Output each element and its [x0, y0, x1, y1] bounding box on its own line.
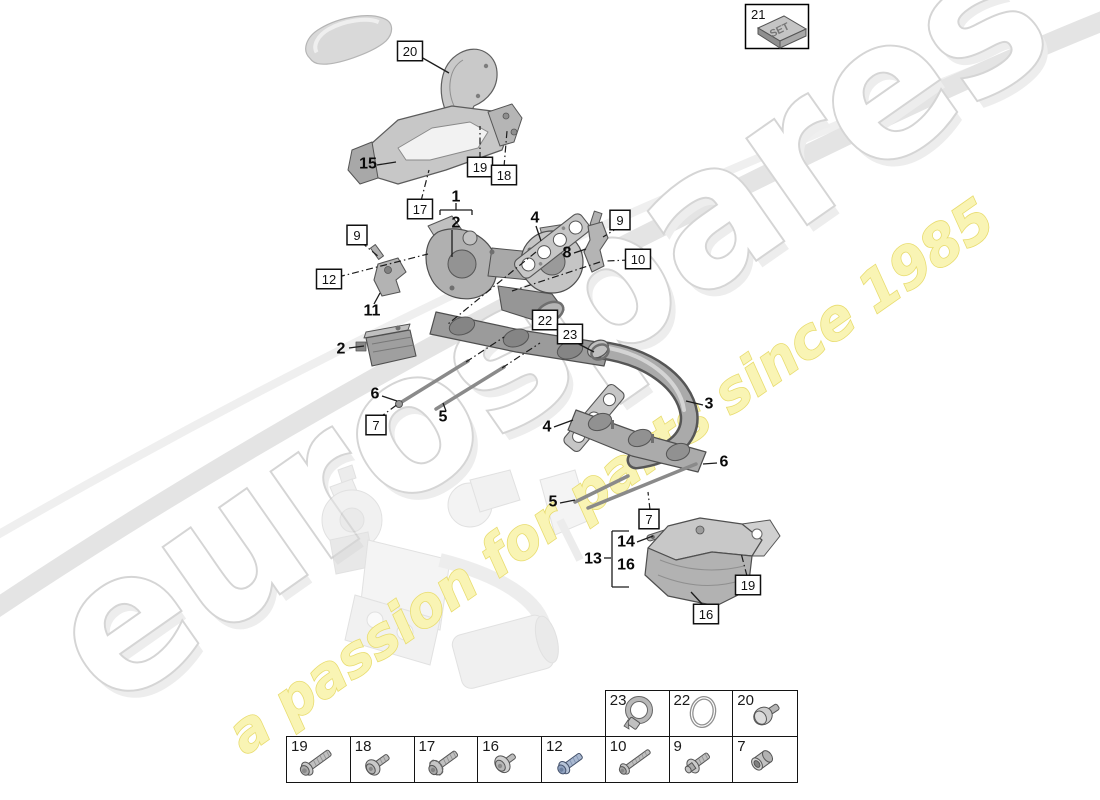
svg-text:9: 9 — [616, 213, 623, 228]
boxed-callout-12: 12 — [315, 268, 343, 290]
stud-parts-lower — [573, 462, 698, 510]
callout-13: 13 — [584, 551, 602, 568]
support-bracket-part — [583, 210, 609, 273]
svg-text:7: 7 — [645, 512, 652, 527]
legend-cell-10: 10 — [604, 735, 670, 786]
bolt-long-icon — [297, 741, 345, 786]
callout-5: 5 — [439, 409, 448, 426]
hose-clamp-icon — [616, 695, 664, 740]
bolt-serrated-icon — [425, 741, 473, 786]
svg-text:7: 7 — [372, 418, 379, 433]
boxed-callout-10: 10 — [624, 248, 652, 270]
legend-cell-17: 17 — [413, 735, 479, 786]
callout-2: 2 — [452, 215, 461, 232]
legend-number: 16 — [482, 737, 499, 755]
svg-text:10: 10 — [631, 252, 645, 267]
callout-14: 14 — [617, 534, 635, 551]
boxed-callout-23: 23 — [556, 323, 584, 345]
boxed-callout-7: 7 — [365, 414, 387, 436]
exhaust-manifold-part — [429, 311, 611, 367]
legend-number: 17 — [418, 737, 436, 755]
legend-cell-22: 22 — [668, 690, 734, 740]
boxed-callout-9: 9 — [609, 209, 631, 231]
heat-shield-lower-part — [644, 517, 781, 607]
callout-3: 3 — [705, 396, 714, 413]
screw-washer-icon — [488, 741, 536, 786]
boxed-callout-19: 19 — [734, 574, 762, 596]
legend-number: 19 — [291, 737, 308, 755]
legend-cell-23: 23 — [604, 690, 670, 740]
set-kit-number: 21 — [751, 7, 765, 22]
svg-text:19: 19 — [741, 578, 755, 593]
legend-number: 18 — [354, 737, 372, 755]
svg-text:23: 23 — [563, 327, 577, 342]
svg-text:22: 22 — [538, 313, 552, 328]
callout-2: 2 — [337, 341, 346, 358]
legend-cell-7: 7 — [732, 735, 798, 786]
set-kit-box: 21 SET — [744, 3, 810, 50]
mounting-bracket-part — [347, 103, 523, 185]
sleeve-nut-icon — [743, 741, 791, 786]
legend-number: 22 — [673, 692, 691, 709]
boxed-callout-7: 7 — [638, 508, 660, 530]
svg-text:12: 12 — [322, 272, 336, 287]
o-ring-icon — [680, 695, 728, 740]
callout-4: 4 — [543, 419, 552, 436]
legend-cell-9: 9 — [668, 735, 734, 786]
car-silhouette-part — [305, 15, 393, 65]
bolt-blue-icon — [552, 741, 600, 786]
callout-11: 11 — [364, 303, 381, 320]
gasket-upper-part — [514, 213, 590, 279]
legend-cell-18: 18 — [349, 735, 415, 786]
callout-6: 6 — [720, 454, 729, 471]
callout-6: 6 — [371, 386, 380, 403]
stud-parts-upper — [395, 359, 506, 411]
svg-text:9: 9 — [353, 228, 360, 243]
leader-lines-dashed — [337, 126, 748, 577]
legend-number: 7 — [737, 737, 746, 755]
screw-button-icon — [361, 741, 409, 786]
svg-text:20: 20 — [403, 44, 417, 59]
legend-number: 20 — [737, 692, 754, 709]
bolt-slim-icon — [616, 741, 664, 786]
legend-cell-20: 20 — [732, 690, 798, 740]
boxed-callout-18: 18 — [490, 164, 518, 186]
boxed-callout-16: 16 — [692, 603, 720, 625]
legend-number: 12 — [546, 737, 563, 755]
callout-15: 15 — [359, 156, 377, 173]
legend-cell-12: 12 — [541, 735, 607, 786]
callout-4: 4 — [531, 210, 540, 227]
heat-shield-upper-part — [440, 48, 498, 121]
legend-cell-16: 16 — [477, 735, 543, 786]
callout-1: 1 — [452, 189, 461, 206]
legend-number: 10 — [609, 737, 627, 755]
boxed-callout-19: 19 — [466, 156, 494, 178]
bolt-flange-icon — [680, 741, 728, 786]
plug-icon — [743, 695, 791, 740]
svg-text:18: 18 — [497, 168, 511, 183]
boxed-callout-22: 22 — [531, 309, 559, 331]
svg-text:19: 19 — [473, 160, 487, 175]
svg-text:16: 16 — [699, 607, 713, 622]
exhaust-manifold-lower-part — [567, 409, 707, 473]
small-bracket-part — [373, 257, 407, 297]
callout-5: 5 — [549, 494, 558, 511]
callout-8: 8 — [563, 245, 572, 262]
legend-number: 23 — [609, 692, 627, 709]
boxed-callout-17: 17 — [406, 198, 434, 220]
boxed-callout-20: 20 — [396, 40, 424, 62]
callout-16: 16 — [617, 557, 635, 574]
legend-cell-19: 19 — [286, 735, 352, 786]
boxed-callout-9: 9 — [346, 224, 368, 246]
legend-number: 9 — [673, 737, 682, 755]
svg-text:17: 17 — [413, 202, 427, 217]
